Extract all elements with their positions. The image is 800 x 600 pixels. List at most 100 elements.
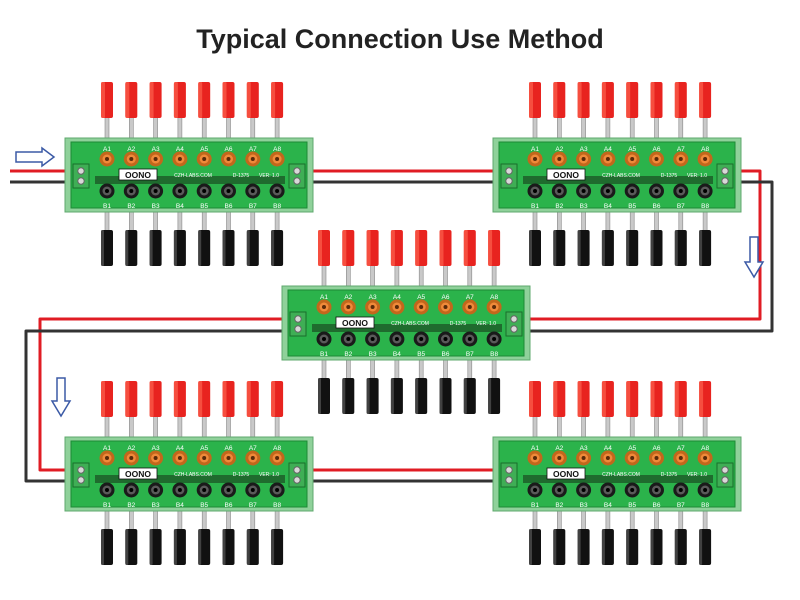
label-b1: B1 (531, 502, 539, 509)
black-banana-plug-icon (318, 359, 330, 414)
black-wire-2-3 (522, 180, 774, 333)
black-banana-plug-icon (553, 211, 566, 266)
black-wire-3-4 (24, 329, 300, 483)
down-arrow-icon (743, 236, 765, 279)
red-banana-plug-icon (674, 82, 687, 139)
label-b7: B7 (677, 203, 685, 210)
arrows (15, 146, 765, 418)
label-b8: B8 (273, 203, 281, 210)
label-a1: A1 (103, 445, 111, 452)
logo-text: OONO (125, 469, 151, 479)
label-b3: B3 (580, 203, 588, 210)
label-a2: A2 (127, 445, 135, 452)
black-banana-plug-icon (601, 211, 614, 266)
red-banana-plug-icon (173, 381, 186, 438)
label-a7: A7 (249, 445, 257, 452)
black-banana-plug-icon (674, 510, 687, 565)
label-a8: A8 (701, 445, 709, 452)
black-banana-plug-icon (125, 211, 138, 266)
label-b2: B2 (344, 351, 352, 358)
label-b2: B2 (127, 203, 135, 210)
black-banana-plug-icon (149, 211, 162, 266)
label-a1: A1 (320, 294, 328, 301)
red-banana-plug-icon (463, 230, 476, 287)
red-banana-plug-icon (626, 381, 639, 438)
red-banana-plug-icon (553, 82, 566, 139)
red-banana-plug-icon (342, 230, 355, 287)
label-a6: A6 (653, 146, 661, 153)
black-banana-plug-icon (125, 510, 138, 565)
black-banana-plug-icon (626, 510, 639, 565)
pcb-strip (523, 176, 713, 184)
pcb-strip (312, 324, 502, 332)
label-b3: B3 (369, 351, 377, 358)
label-b6: B6 (653, 502, 661, 509)
red-banana-plug-icon (149, 82, 162, 139)
red-banana-plug-icon (101, 381, 113, 438)
version-text: VER: 1.0 (687, 173, 707, 179)
label-b7: B7 (249, 203, 257, 210)
black-banana-plug-icon (577, 510, 590, 565)
red-banana-plug-icon (173, 82, 186, 139)
label-b7: B7 (249, 502, 257, 509)
part-number-text: D-1375 (661, 173, 678, 179)
label-a1: A1 (531, 445, 539, 452)
black-banana-plug-icon (463, 359, 476, 414)
label-a7: A7 (466, 294, 474, 301)
black-banana-plug-icon (390, 359, 403, 414)
label-a2: A2 (127, 146, 135, 153)
red-wire-3-4 (38, 317, 300, 472)
label-a7: A7 (677, 146, 685, 153)
right-terminal-block (716, 462, 734, 488)
logo-text: OONO (553, 170, 579, 180)
label-a3: A3 (580, 146, 588, 153)
red-banana-plug-icon (699, 381, 712, 438)
part-number-text: D-1375 (661, 472, 678, 478)
red-banana-plug-icon (101, 82, 113, 139)
logo-text: OONO (125, 170, 151, 180)
label-a2: A2 (555, 445, 563, 452)
black-banana-plug-icon (342, 359, 355, 414)
label-b5: B5 (628, 502, 636, 509)
black-banana-plug-icon (149, 510, 162, 565)
version-text: VER: 1.0 (476, 321, 496, 327)
black-banana-plug-icon (699, 211, 712, 266)
label-b2: B2 (555, 502, 563, 509)
left-terminal-block (72, 163, 90, 189)
red-banana-plug-icon (246, 82, 259, 139)
red-banana-plug-icon (699, 82, 712, 139)
black-banana-plug-icon (577, 211, 590, 266)
label-b5: B5 (628, 203, 636, 210)
left-terminal-block (500, 163, 518, 189)
left-terminal-block (289, 311, 307, 337)
label-a6: A6 (442, 294, 450, 301)
brand-text: CZH-LABS.COM (174, 472, 212, 478)
label-a4: A4 (393, 294, 401, 301)
wires (10, 169, 774, 483)
red-banana-plug-icon (271, 82, 284, 139)
label-a5: A5 (417, 294, 425, 301)
label-a6: A6 (653, 445, 661, 452)
black-banana-plug-icon (415, 359, 428, 414)
version-text: VER: 1.0 (259, 173, 279, 179)
label-b1: B1 (103, 502, 111, 509)
black-banana-plug-icon (488, 359, 501, 414)
right-terminal-block (505, 311, 523, 337)
left-terminal-block (500, 462, 518, 488)
label-a4: A4 (176, 445, 184, 452)
black-banana-plug-icon (222, 510, 235, 565)
label-b7: B7 (677, 502, 685, 509)
label-a8: A8 (273, 146, 281, 153)
red-banana-plug-icon (149, 381, 162, 438)
label-b6: B6 (653, 203, 661, 210)
red-banana-plug-icon (366, 230, 379, 287)
red-banana-plug-icon (271, 381, 284, 438)
label-a5: A5 (200, 445, 208, 452)
black-banana-plug-icon (553, 510, 566, 565)
black-banana-plug-icon (271, 510, 284, 565)
